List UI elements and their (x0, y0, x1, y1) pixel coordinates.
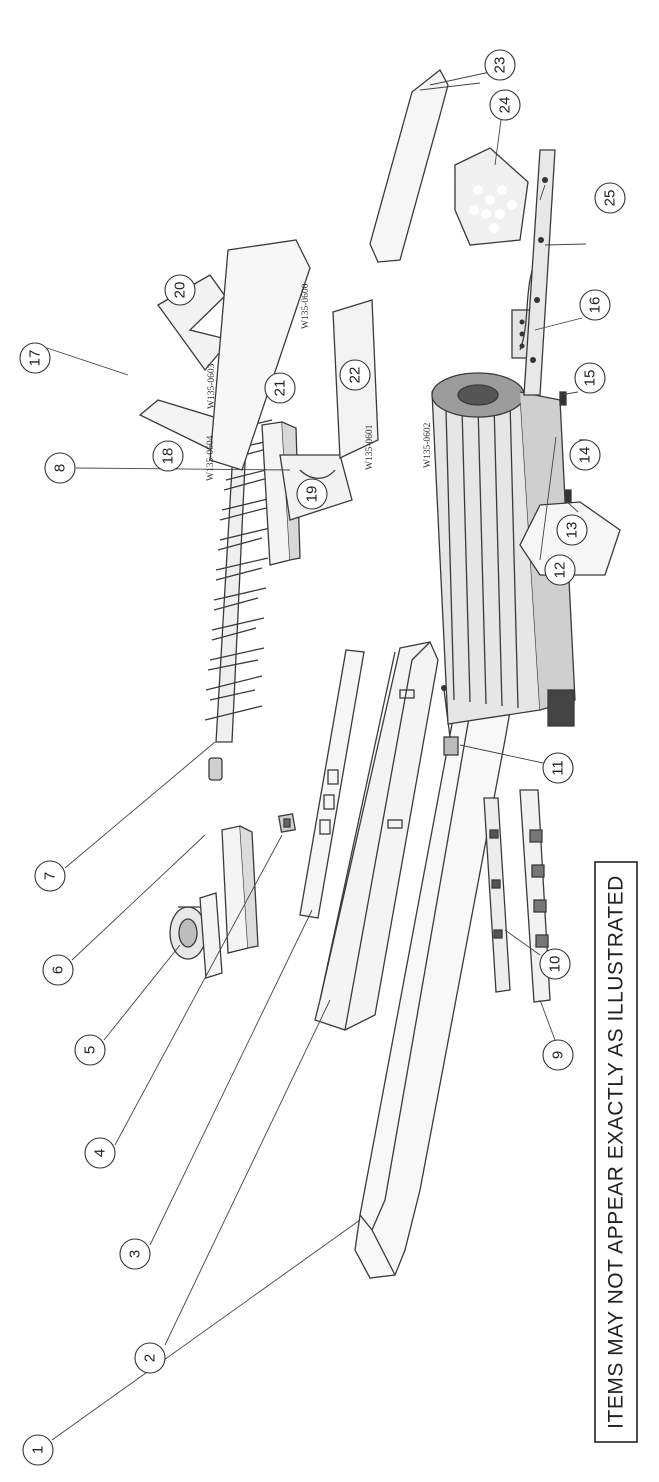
part-number-20: W135-0603 (207, 363, 217, 409)
part-number-19: W135-0601 (365, 424, 375, 470)
svg-text:2: 2 (142, 1354, 159, 1362)
callout-11: 11 (542, 752, 574, 784)
part-6-bracket (199, 757, 259, 979)
callout-18: 18 (152, 440, 184, 472)
callout-4: 4 (84, 1137, 116, 1169)
callout-13: 13 (556, 514, 588, 546)
callout-24: 24 (489, 89, 521, 121)
part-number-18: W135-0604 (206, 435, 216, 481)
callout-7: 7 (34, 860, 66, 892)
svg-text:6: 6 (50, 966, 67, 974)
callout-19: 19 (296, 478, 328, 510)
callout-20: 20 (164, 274, 196, 306)
callout-23: 23 (484, 49, 516, 81)
svg-text:11: 11 (550, 760, 567, 776)
part-10-switch-strip (483, 797, 511, 993)
part-number-21: W135-0600 (301, 283, 311, 329)
callout-8: 8 (44, 452, 76, 484)
svg-text:21: 21 (272, 380, 289, 397)
svg-text:8: 8 (52, 464, 69, 472)
callout-9: 9 (542, 1039, 574, 1071)
svg-text:10: 10 (547, 956, 564, 973)
svg-text:13: 13 (564, 522, 581, 539)
callout-12: 12 (544, 554, 576, 586)
svg-text:15: 15 (582, 370, 599, 387)
svg-text:24: 24 (497, 97, 514, 114)
callout-1: 1 (22, 1434, 54, 1466)
part-9-control-board (519, 789, 551, 1003)
callout-17: 17 (19, 342, 51, 374)
svg-text:7: 7 (42, 872, 59, 880)
svg-text:20: 20 (172, 282, 189, 299)
svg-text:23: 23 (492, 57, 509, 74)
svg-text:4: 4 (92, 1149, 109, 1157)
part-25-rail (523, 149, 556, 396)
part-24-embers (454, 147, 529, 246)
part-3-element-strip (299, 649, 365, 919)
callout-3: 3 (119, 1238, 151, 1270)
callout-2: 2 (134, 1342, 166, 1374)
svg-text:18: 18 (160, 448, 177, 465)
svg-text:25: 25 (602, 190, 619, 207)
part-23-side-log (369, 69, 449, 263)
svg-text:3: 3 (127, 1250, 144, 1258)
callout-10: 10 (539, 948, 571, 980)
callout-22: 22 (339, 359, 371, 391)
callout-16: 16 (579, 289, 611, 321)
callout-21: 21 (264, 372, 296, 404)
svg-text:17: 17 (27, 350, 44, 367)
svg-text:5: 5 (82, 1046, 99, 1054)
part-4-clip (277, 813, 297, 833)
svg-text:19: 19 (304, 486, 321, 503)
svg-text:22: 22 (347, 367, 364, 384)
disclaimer-text: ITEMS MAY NOT APPEAR EXACTLY AS ILLUSTRA… (605, 875, 628, 1429)
callout-6: 6 (42, 954, 74, 986)
part-number-22: W135-0602 (423, 422, 433, 468)
svg-text:16: 16 (587, 297, 604, 314)
callout-15: 15 (574, 362, 606, 394)
svg-text:14: 14 (577, 447, 594, 464)
callout-25: 25 (594, 182, 626, 214)
part-2-firebox-tray (314, 641, 439, 1031)
callout-5: 5 (74, 1034, 106, 1066)
svg-text:9: 9 (550, 1051, 567, 1059)
disclaimer-box: ITEMS MAY NOT APPEAR EXACTLY AS ILLUSTRA… (594, 861, 638, 1443)
leader-lines (46, 71, 587, 1441)
svg-text:1: 1 (30, 1446, 47, 1454)
callout-14: 14 (569, 439, 601, 471)
svg-text:12: 12 (552, 562, 569, 579)
